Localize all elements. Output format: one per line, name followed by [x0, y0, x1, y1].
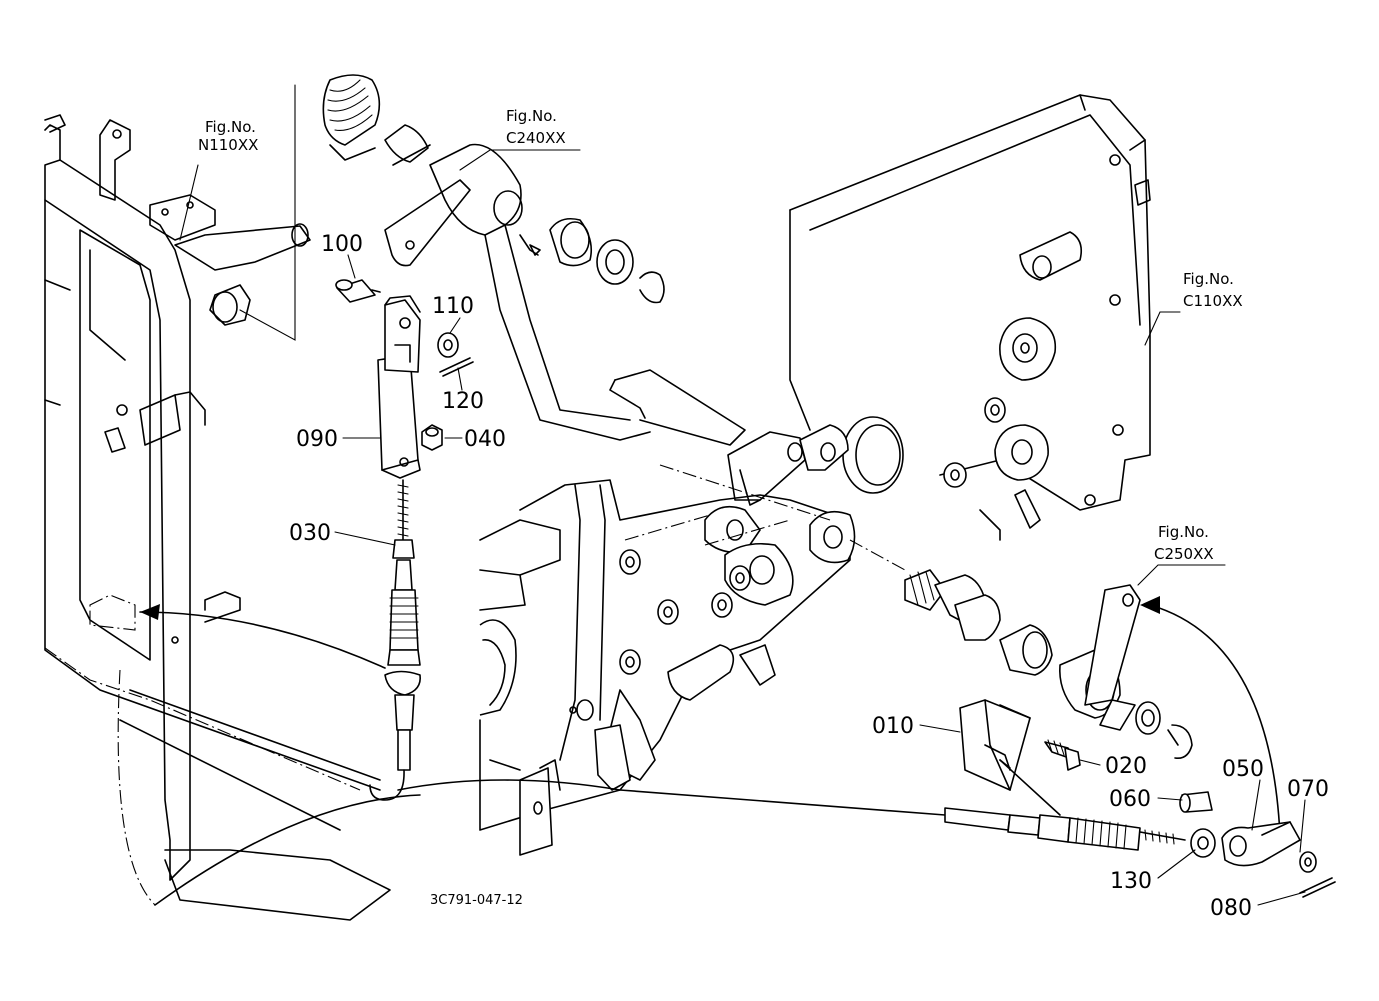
c250-leader	[1137, 564, 1226, 586]
part-label-050: 050	[1222, 757, 1264, 782]
washer-110-hole	[443, 339, 453, 351]
guide-line-1	[659, 464, 831, 521]
shaft-assembly	[904, 569, 1193, 760]
pin-100	[335, 279, 381, 303]
figure-references: Fig.No. N110XX Fig.No. C240XX Fig.No. C1…	[198, 107, 1243, 563]
routing-arrow-left	[139, 611, 386, 669]
part-label-080: 080	[1210, 896, 1252, 921]
routing-arrow-left-head	[140, 604, 160, 620]
clevis-050	[1221, 821, 1301, 867]
part-label-040: 040	[464, 427, 506, 452]
part-label-090: 090	[296, 427, 338, 452]
c240-leader	[459, 149, 581, 171]
part-label-130: 130	[1110, 869, 1152, 894]
leader-lines	[334, 254, 1306, 906]
n110-box-line	[239, 84, 296, 341]
fig-ref-c250-line2: C250XX	[1154, 545, 1214, 563]
nut-040	[421, 424, 443, 451]
spring-and-pedal	[322, 74, 746, 446]
nut-040-hole	[425, 427, 439, 437]
bolt-020	[1044, 739, 1081, 771]
fig-ref-c250-line1: Fig.No.	[1158, 523, 1209, 541]
guide-line-2	[624, 514, 711, 541]
pedal-cable	[154, 479, 946, 906]
part-label-010: 010	[872, 714, 914, 739]
fig-ref-c110-line1: Fig.No.	[1183, 270, 1234, 288]
part-label-110: 110	[432, 294, 474, 319]
gear-case	[479, 479, 856, 856]
bracket-to-cable-line	[999, 759, 1061, 816]
transmission-housing	[727, 94, 1151, 541]
cotter-080	[1299, 877, 1336, 898]
part-label-030: 030	[289, 521, 331, 546]
part-label-020: 020	[1105, 754, 1147, 779]
part-label-120: 120	[442, 389, 484, 414]
nut-130-hole	[1197, 836, 1209, 850]
cable-end	[944, 807, 1186, 851]
washer-070-hole	[1304, 857, 1312, 867]
fig-ref-c240-line2: C240XX	[506, 129, 566, 147]
part-label-100: 100	[321, 232, 363, 257]
cotter-120	[439, 357, 474, 377]
bracket-010	[959, 699, 1031, 791]
c110-leader	[1144, 311, 1181, 346]
n110-leader	[179, 164, 199, 241]
guide-line-4	[849, 539, 906, 571]
fig-ref-n110-line2: N110XX	[198, 136, 258, 154]
part-label-060: 060	[1109, 787, 1151, 812]
pin-060-head	[1179, 793, 1191, 813]
washer-070	[1299, 851, 1317, 873]
part-label-070: 070	[1287, 777, 1329, 802]
fig-ref-c240-line1: Fig.No.	[506, 107, 557, 125]
washer-110	[437, 332, 459, 358]
routing-arrow-right	[1149, 604, 1281, 836]
nut-130	[1190, 828, 1216, 858]
front-frame	[44, 114, 391, 921]
cable-clevis	[377, 295, 421, 479]
diagram-code: 3C791-047-12	[430, 893, 523, 908]
fig-ref-n110-line1: Fig.No.	[205, 118, 256, 136]
routing-arrow-right-head	[1140, 596, 1160, 614]
part-number-labels: 010 020 030 040 050 060 070 080 090 100 …	[289, 232, 1329, 921]
guide-line-3	[704, 519, 791, 546]
fig-ref-c110-line2: C110XX	[1183, 292, 1243, 310]
